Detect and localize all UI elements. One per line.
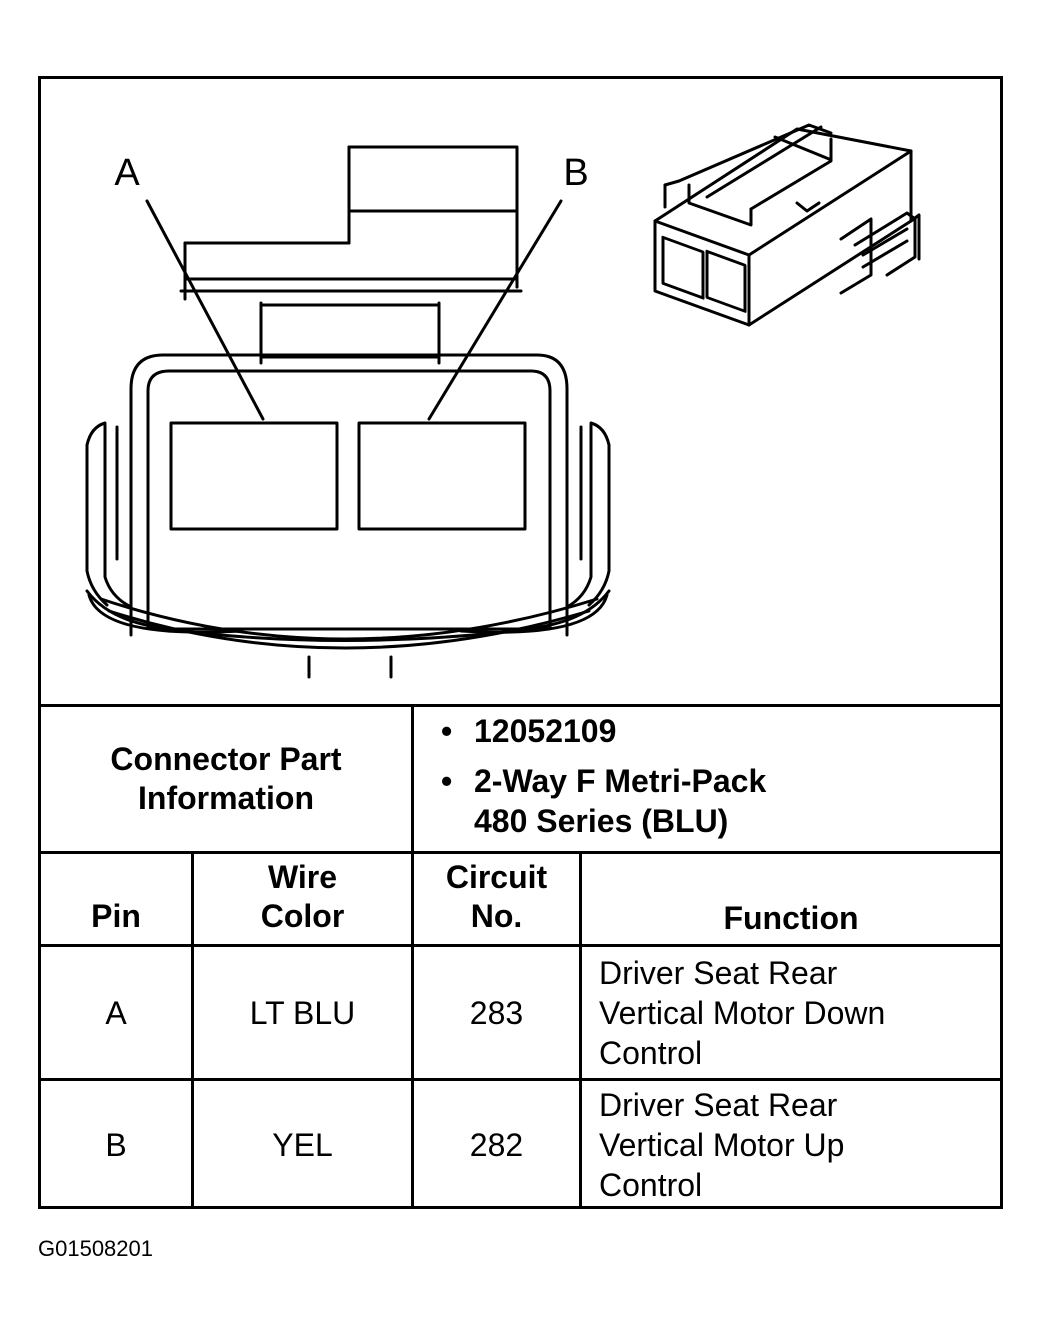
connector-figure-frame: A B Connector P — [38, 76, 1003, 1209]
divider-info-column — [411, 707, 414, 851]
col-divider-2 — [411, 854, 414, 1209]
divider-row-a — [41, 1078, 1000, 1081]
divider-info — [41, 851, 1000, 854]
figure-id: G01508201 — [38, 1236, 153, 1261]
row-b-wire-color: YEL — [272, 1127, 333, 1163]
header-function: Function — [723, 900, 859, 936]
connector-isometric-view — [653, 123, 921, 327]
col-divider-3 — [579, 854, 582, 1209]
row-a-wire-color: LT BLU — [249, 994, 356, 1031]
col-divider-1 — [191, 854, 194, 1209]
row-b-pin: B — [105, 1127, 127, 1163]
pin-label-a: A — [114, 152, 140, 194]
connector-diagram: A B — [85, 123, 921, 679]
header-circuit-no: Circuit No. — [445, 859, 548, 934]
divider-diagram — [41, 704, 1000, 707]
divider-header — [41, 944, 1000, 947]
connector-part-info-values: • 12052109 • 2-Way F Metri-Pack 480 Seri… — [414, 711, 1000, 851]
row-a-pin: A — [105, 994, 127, 1031]
connector-part-info-list: • 12052109 • 2-Way F Metri-Pack 480 Seri… — [414, 711, 766, 851]
row-b-function: Driver Seat Rear Vertical Motor Up Contr… — [599, 1087, 845, 1203]
part-number-item: • 12052109 — [441, 713, 617, 749]
connector-type-item: • 2-Way F Metri-Pack 480 Series (BLU) — [441, 763, 767, 839]
connector-part-info-label: Connector Part Information — [110, 741, 342, 816]
header-wire-color: Wire Color — [260, 859, 345, 934]
row-b-circuit: 282 — [469, 1127, 524, 1163]
row-a-function: Driver Seat Rear Vertical Motor Down Con… — [599, 954, 886, 1071]
row-a-circuit: 283 — [469, 994, 524, 1031]
pin-label-b: B — [563, 152, 588, 194]
connector-face-view — [85, 145, 611, 679]
header-pin: Pin — [91, 898, 141, 934]
